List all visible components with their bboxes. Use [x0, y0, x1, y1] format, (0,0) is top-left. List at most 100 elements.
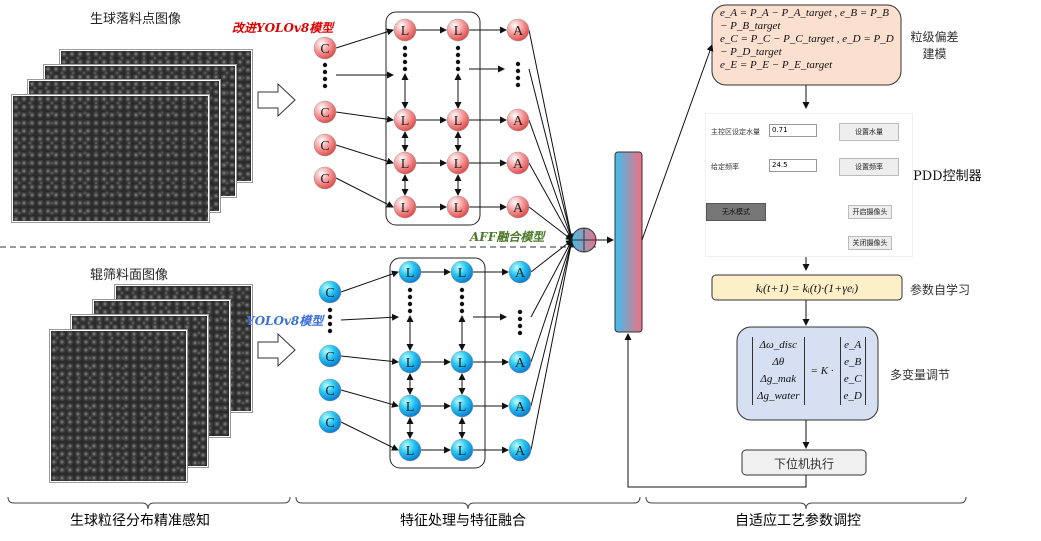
freq-label: 给定频率: [711, 163, 739, 171]
node-label: L: [458, 356, 467, 371]
hollow-arrow-icon: [257, 82, 296, 118]
node-C: [318, 344, 342, 368]
ellipsis-dot: [407, 308, 413, 314]
node-C: [313, 166, 337, 190]
formula-line: e_C = P_C − P_C_target , e_D = P_D − P_D…: [720, 33, 894, 58]
node-L: [393, 108, 417, 132]
ellipsis-dot: [402, 52, 408, 58]
node-L: [398, 350, 422, 374]
node-L: [450, 350, 474, 374]
node-A: [508, 438, 532, 462]
node-L: [446, 108, 470, 132]
ellipsis-dot: [455, 45, 461, 51]
ellipsis-dot: [402, 66, 408, 72]
node-label: C: [320, 172, 329, 187]
node-label: L: [454, 201, 463, 216]
ellipsis-dot: [322, 76, 328, 82]
ellipsis-dot: [517, 309, 523, 315]
hollow-arrow-icon: [257, 332, 296, 368]
ellipsis-dot: [517, 316, 523, 322]
node-label: L: [406, 400, 415, 415]
learning-box: [711, 274, 903, 301]
ellipsis-dot: [327, 314, 333, 320]
bottom-layer-box: [389, 257, 486, 469]
node-label: L: [458, 266, 467, 281]
node-L: [450, 260, 474, 284]
arrow: [340, 313, 399, 321]
node-label: A: [513, 24, 524, 39]
node-A: [508, 350, 532, 374]
node-A: [508, 260, 532, 284]
node-label: L: [458, 444, 467, 459]
set-water-button[interactable]: 设置水量: [839, 123, 899, 141]
equals-k: = K ·: [810, 365, 834, 377]
set-freq-button[interactable]: 设置频率: [839, 158, 899, 176]
bottom-image-title: 辊筛料面图像: [90, 268, 169, 283]
ellipsis-dot: [327, 328, 333, 334]
ellipsis-dot: [459, 301, 465, 307]
ellipsis-dot: [407, 294, 413, 300]
node-label: L: [401, 114, 410, 129]
arrow: [528, 119, 574, 241]
node-label: C: [325, 416, 334, 431]
node-label: L: [401, 157, 410, 172]
vector-item: Δg_mak: [760, 373, 797, 385]
node-label: L: [406, 356, 415, 371]
node-L: [398, 260, 422, 284]
deviation-formulas: e_A = P_A − P_A_target , e_B = P_B − P_B…: [720, 7, 898, 73]
vector-item: Δω_disc: [759, 339, 797, 351]
arrow: [340, 389, 399, 408]
node-label: A: [515, 444, 526, 459]
arrow: [528, 206, 573, 241]
node-A: [506, 151, 530, 175]
node-A: [506, 195, 530, 219]
node-C: [318, 280, 342, 304]
node-A: [506, 108, 530, 132]
node-L: [446, 18, 470, 42]
node-label: L: [406, 266, 415, 281]
vector-item: e_D: [843, 390, 862, 402]
node-L: [398, 438, 422, 462]
ellipsis-dot: [459, 294, 465, 300]
ellipsis-dot: [455, 66, 461, 72]
section-label-fusion: 特征处理与特征融合: [400, 513, 526, 529]
arrow: [641, 44, 714, 241]
ellipsis-dot: [402, 59, 408, 65]
feedback-line: [624, 333, 807, 488]
vector-item: e_C: [843, 373, 862, 385]
arrow: [340, 270, 399, 293]
node-L: [450, 394, 474, 418]
controller-label: PDD控制器: [913, 169, 982, 184]
freq-input[interactable]: 24.5: [769, 159, 817, 172]
node-label: A: [515, 266, 526, 281]
node-A: [506, 18, 530, 42]
node-label: A: [515, 356, 526, 371]
section-brace: [295, 496, 641, 510]
node-A: [508, 394, 532, 418]
arrow: [340, 421, 399, 451]
ellipsis-dot: [402, 45, 408, 51]
learning-label: 参数自学习: [910, 283, 971, 297]
node-label: C: [325, 384, 334, 399]
node-label: A: [513, 157, 524, 172]
arrow: [528, 68, 574, 241]
open-camera-button[interactable]: 开启摄像头: [848, 205, 892, 219]
ellipsis-dot: [517, 323, 523, 329]
multivar-equation: Δω_disc Δθ Δg_mak Δg_water = K · e_A e_B…: [752, 337, 866, 405]
close-camera-button[interactable]: 关闭摄像头: [848, 236, 892, 250]
node-label: C: [320, 42, 329, 57]
arrow: [340, 355, 399, 365]
bottom-model-label: YOLOv8模型: [246, 314, 324, 328]
no-water-button[interactable]: 无水模式: [706, 203, 766, 221]
screen-image: [50, 330, 187, 482]
ellipsis-dot: [327, 321, 333, 327]
water-input[interactable]: 0.71: [769, 124, 817, 137]
ellipsis-dot: [327, 307, 333, 313]
node-C: [313, 100, 337, 124]
top-image-title: 生球落料点图像: [90, 12, 182, 27]
arrow: [530, 239, 574, 363]
node-C: [313, 133, 337, 157]
multivar-label: 多变量调节: [890, 368, 951, 382]
ellipsis-dot: [455, 52, 461, 58]
control-panel: 主控区设定水量 0.71 设置水量 给定频率 24.5 设置频率 无水模式 开启…: [705, 113, 913, 257]
